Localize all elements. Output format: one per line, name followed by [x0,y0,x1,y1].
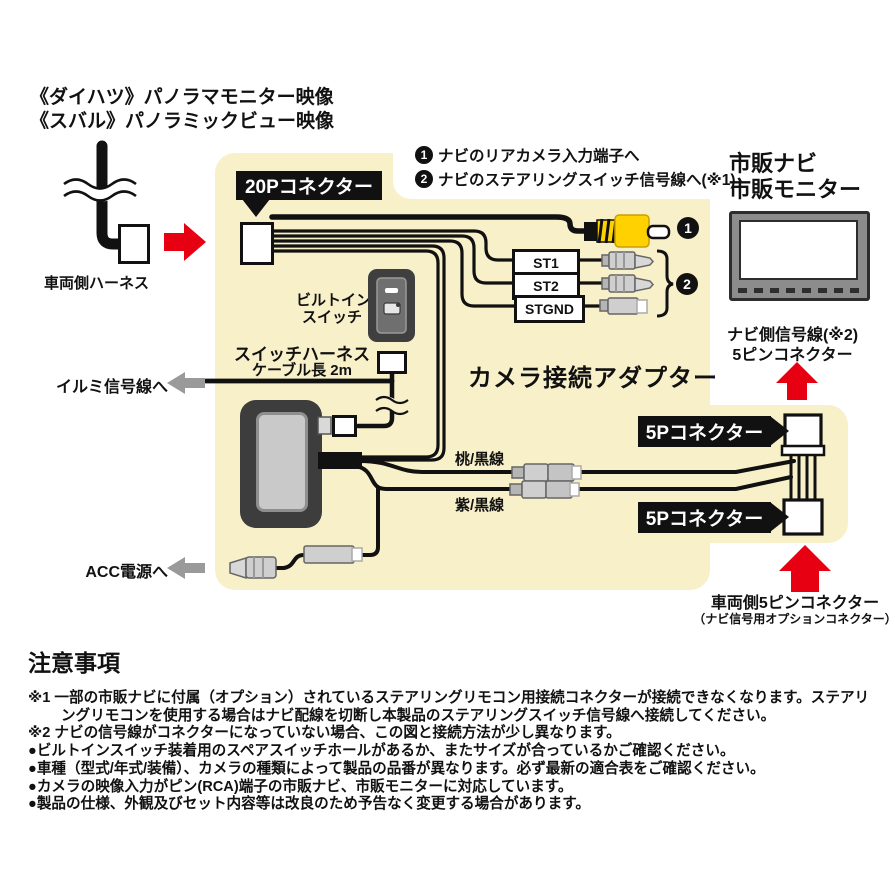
nav-signal-label-line2: 5ピンコネクター [732,347,853,364]
switch-harness-label-line2: ケーブル長 2m [252,362,352,379]
connector-5p-bottom-pointer [770,502,789,532]
builtin-switch-label-line2: スイッチ [301,309,362,326]
red-arrow-harness [164,223,206,261]
connector-20p-label-pointer [242,199,270,217]
marker-steering-icon: 2 [676,273,698,295]
notes-list: ※1 一部の市販ナビに付属（オプション）されているステアリングリモコン用接続コネ… [28,690,873,814]
illumination-label: イルミ信号線へ [55,379,168,396]
market-nav-title-line2: 市販モニター [729,177,862,202]
connector-5p-label-bottom: 5Pコネクター [638,502,771,533]
marker-1-icon: 1 [415,146,433,164]
annotation-steering: 2 ナビのステアリングスイッチ信号線へ(※1) [415,168,736,190]
wire-pink-label: 桃/黒線 [455,451,505,468]
page-title-line1: 《ダイハツ》パノラマモニター映像 [30,87,334,108]
gray-arrow-acc [167,557,205,579]
connector-5p-label-top: 5Pコネクター [638,416,771,447]
adapter-title: カメラ接続アダプター [468,365,718,392]
wire-purple-label: 紫/黒線 [455,497,505,514]
note-prefix: ● [28,796,37,813]
marker-rca-icon: 1 [677,217,699,239]
note-prefix: ※1 [28,690,51,706]
market-nav-title-line1: 市販ナビ [729,151,818,176]
annotation-rca-text: ナビのリアカメラ入力端子へ [438,148,640,165]
adapter-unit-label-area [256,412,308,512]
notes-heading: 注意事項 [28,650,120,676]
note-prefix: ● [28,743,37,760]
note-prefix: ● [28,778,37,795]
red-arrow-vehicle-5pin [779,545,831,592]
note-item: ●ビルトインスイッチ装着用のスペアスイッチホールがあるか、またサイズが合っている… [28,743,873,761]
note-item: ●製品の仕様、外観及びセット内容等は改良のため予告なく変更する場合があります。 [28,796,873,814]
monitor-screen [739,220,858,280]
connector-5p-top-pointer [770,416,789,446]
note-text: ナビの信号線がコネクターになっていない場合、この図と接続方法が少し異なります。 [54,725,621,742]
note-item: ●車種（型式/年式/装備）、カメラの種類によって製品の品番が異なります。必ず最新… [28,761,873,779]
note-text: 製品の仕様、外観及びセット内容等は改良のため予告なく変更する場合があります。 [36,796,590,813]
note-text: 一部の市販ナビに付属（オプション）されているステアリングリモコン用接続コネクター… [54,690,870,724]
note-prefix: ● [28,760,37,777]
marker-2-icon: 2 [415,170,433,188]
note-text: ビルトインスイッチ装着用のスペアスイッチホールがあるか、またサイズが合っているか… [36,743,735,760]
monitor-illustration [729,211,870,301]
acc-label: ACC電源へ [85,564,168,581]
note-item: ※1 一部の市販ナビに付属（オプション）されているステアリングリモコン用接続コネ… [28,690,873,725]
gray-arrow-illumination [167,372,205,394]
note-item: ※2 ナビの信号線がコネクターになっていない場合、この図と接続方法が少し異なりま… [28,725,873,743]
vehicle-harness-label: 車両側ハーネス [44,275,150,292]
connector-20p-label: 20Pコネクター [236,171,382,200]
annotation-rca: 1 ナビのリアカメラ入力端子へ [415,144,640,166]
annotation-steering-text: ナビのステアリングスイッチ信号線へ(※1) [438,172,736,189]
panel-top-notch [393,140,723,199]
switch-harness-plug [377,351,407,374]
vehicle-harness-connector [118,224,150,264]
stgnd-box: STGND [514,295,585,323]
vehicle-5pin-label-line2: （ナビ信号用オプションコネクター） [693,612,895,626]
monitor-buttons [738,288,860,293]
note-item: ●カメラの映像入力がピン(RCA)端子の市販ナビ、市販モニターに対応しています。 [28,779,873,797]
note-prefix: ※2 [28,725,51,742]
page-title-line2: 《スバル》パノラミックビュー映像 [30,111,335,132]
connector-20p-box [240,222,274,265]
note-text: 車種（型式/年式/装備）、カメラの種類によって製品の品番が異なります。必ず最新の… [36,760,765,777]
nav-signal-label-line1: ナビ側信号線(※2) [726,327,859,344]
note-text: カメラの映像入力がピン(RCA)端子の市販ナビ、市販モニターに対応しています。 [36,778,573,795]
vehicle-5pin-label-line1: 車両側5ピンコネクター [710,595,880,612]
adapter-switch-plug [332,415,357,437]
red-arrow-nav-signal [776,362,818,400]
